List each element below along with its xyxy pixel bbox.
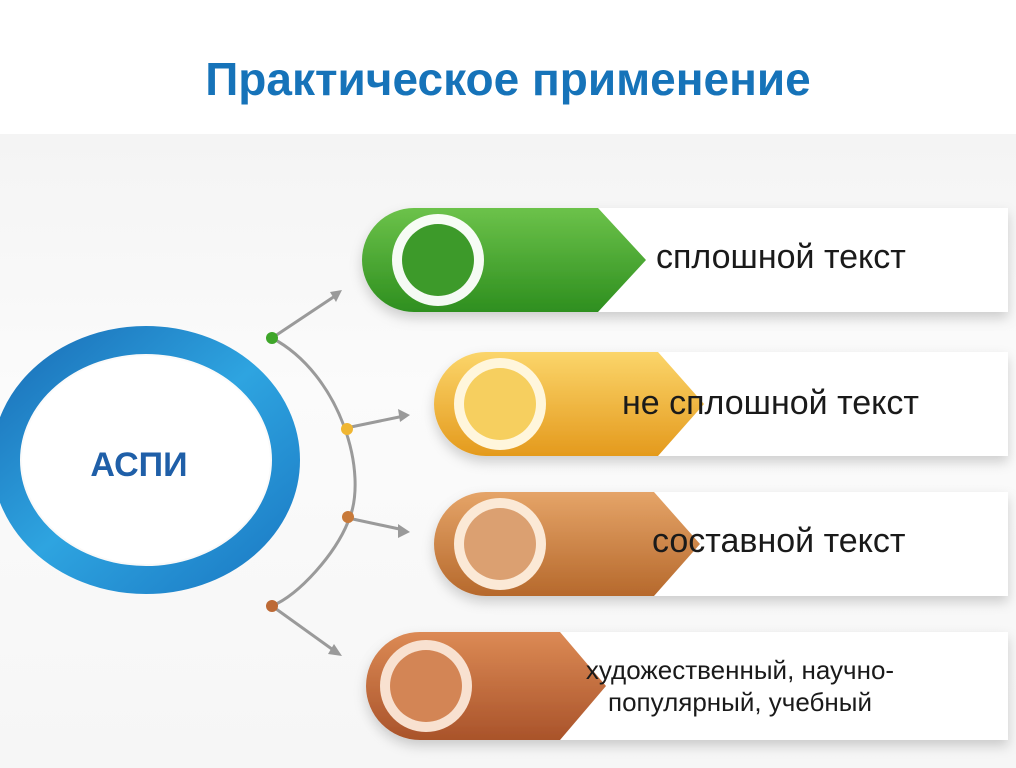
item-card-2 — [434, 352, 1008, 456]
item-card-1 — [362, 208, 1008, 312]
item-card-3 — [434, 492, 1008, 596]
item-4-text: художественный, научно-популярный, учебн… — [585, 655, 895, 717]
item-3-text: составной текст — [652, 522, 906, 560]
center-label: АСПИ — [90, 446, 188, 484]
item-card-4 — [366, 632, 1008, 740]
connector-arrowheads — [328, 290, 410, 656]
item-1-text: сплошной текст — [656, 238, 906, 276]
connector-dots — [266, 332, 354, 612]
item-2-text: не сплошной текст — [622, 384, 920, 422]
center-ring — [0, 326, 300, 594]
connector-arc — [271, 292, 405, 654]
slide-title: Практическое применение — [205, 53, 811, 105]
diagram-graphics — [0, 208, 1008, 740]
diagram-area: АСПИ сплошной текст не сплошной текст со… — [0, 134, 1016, 768]
